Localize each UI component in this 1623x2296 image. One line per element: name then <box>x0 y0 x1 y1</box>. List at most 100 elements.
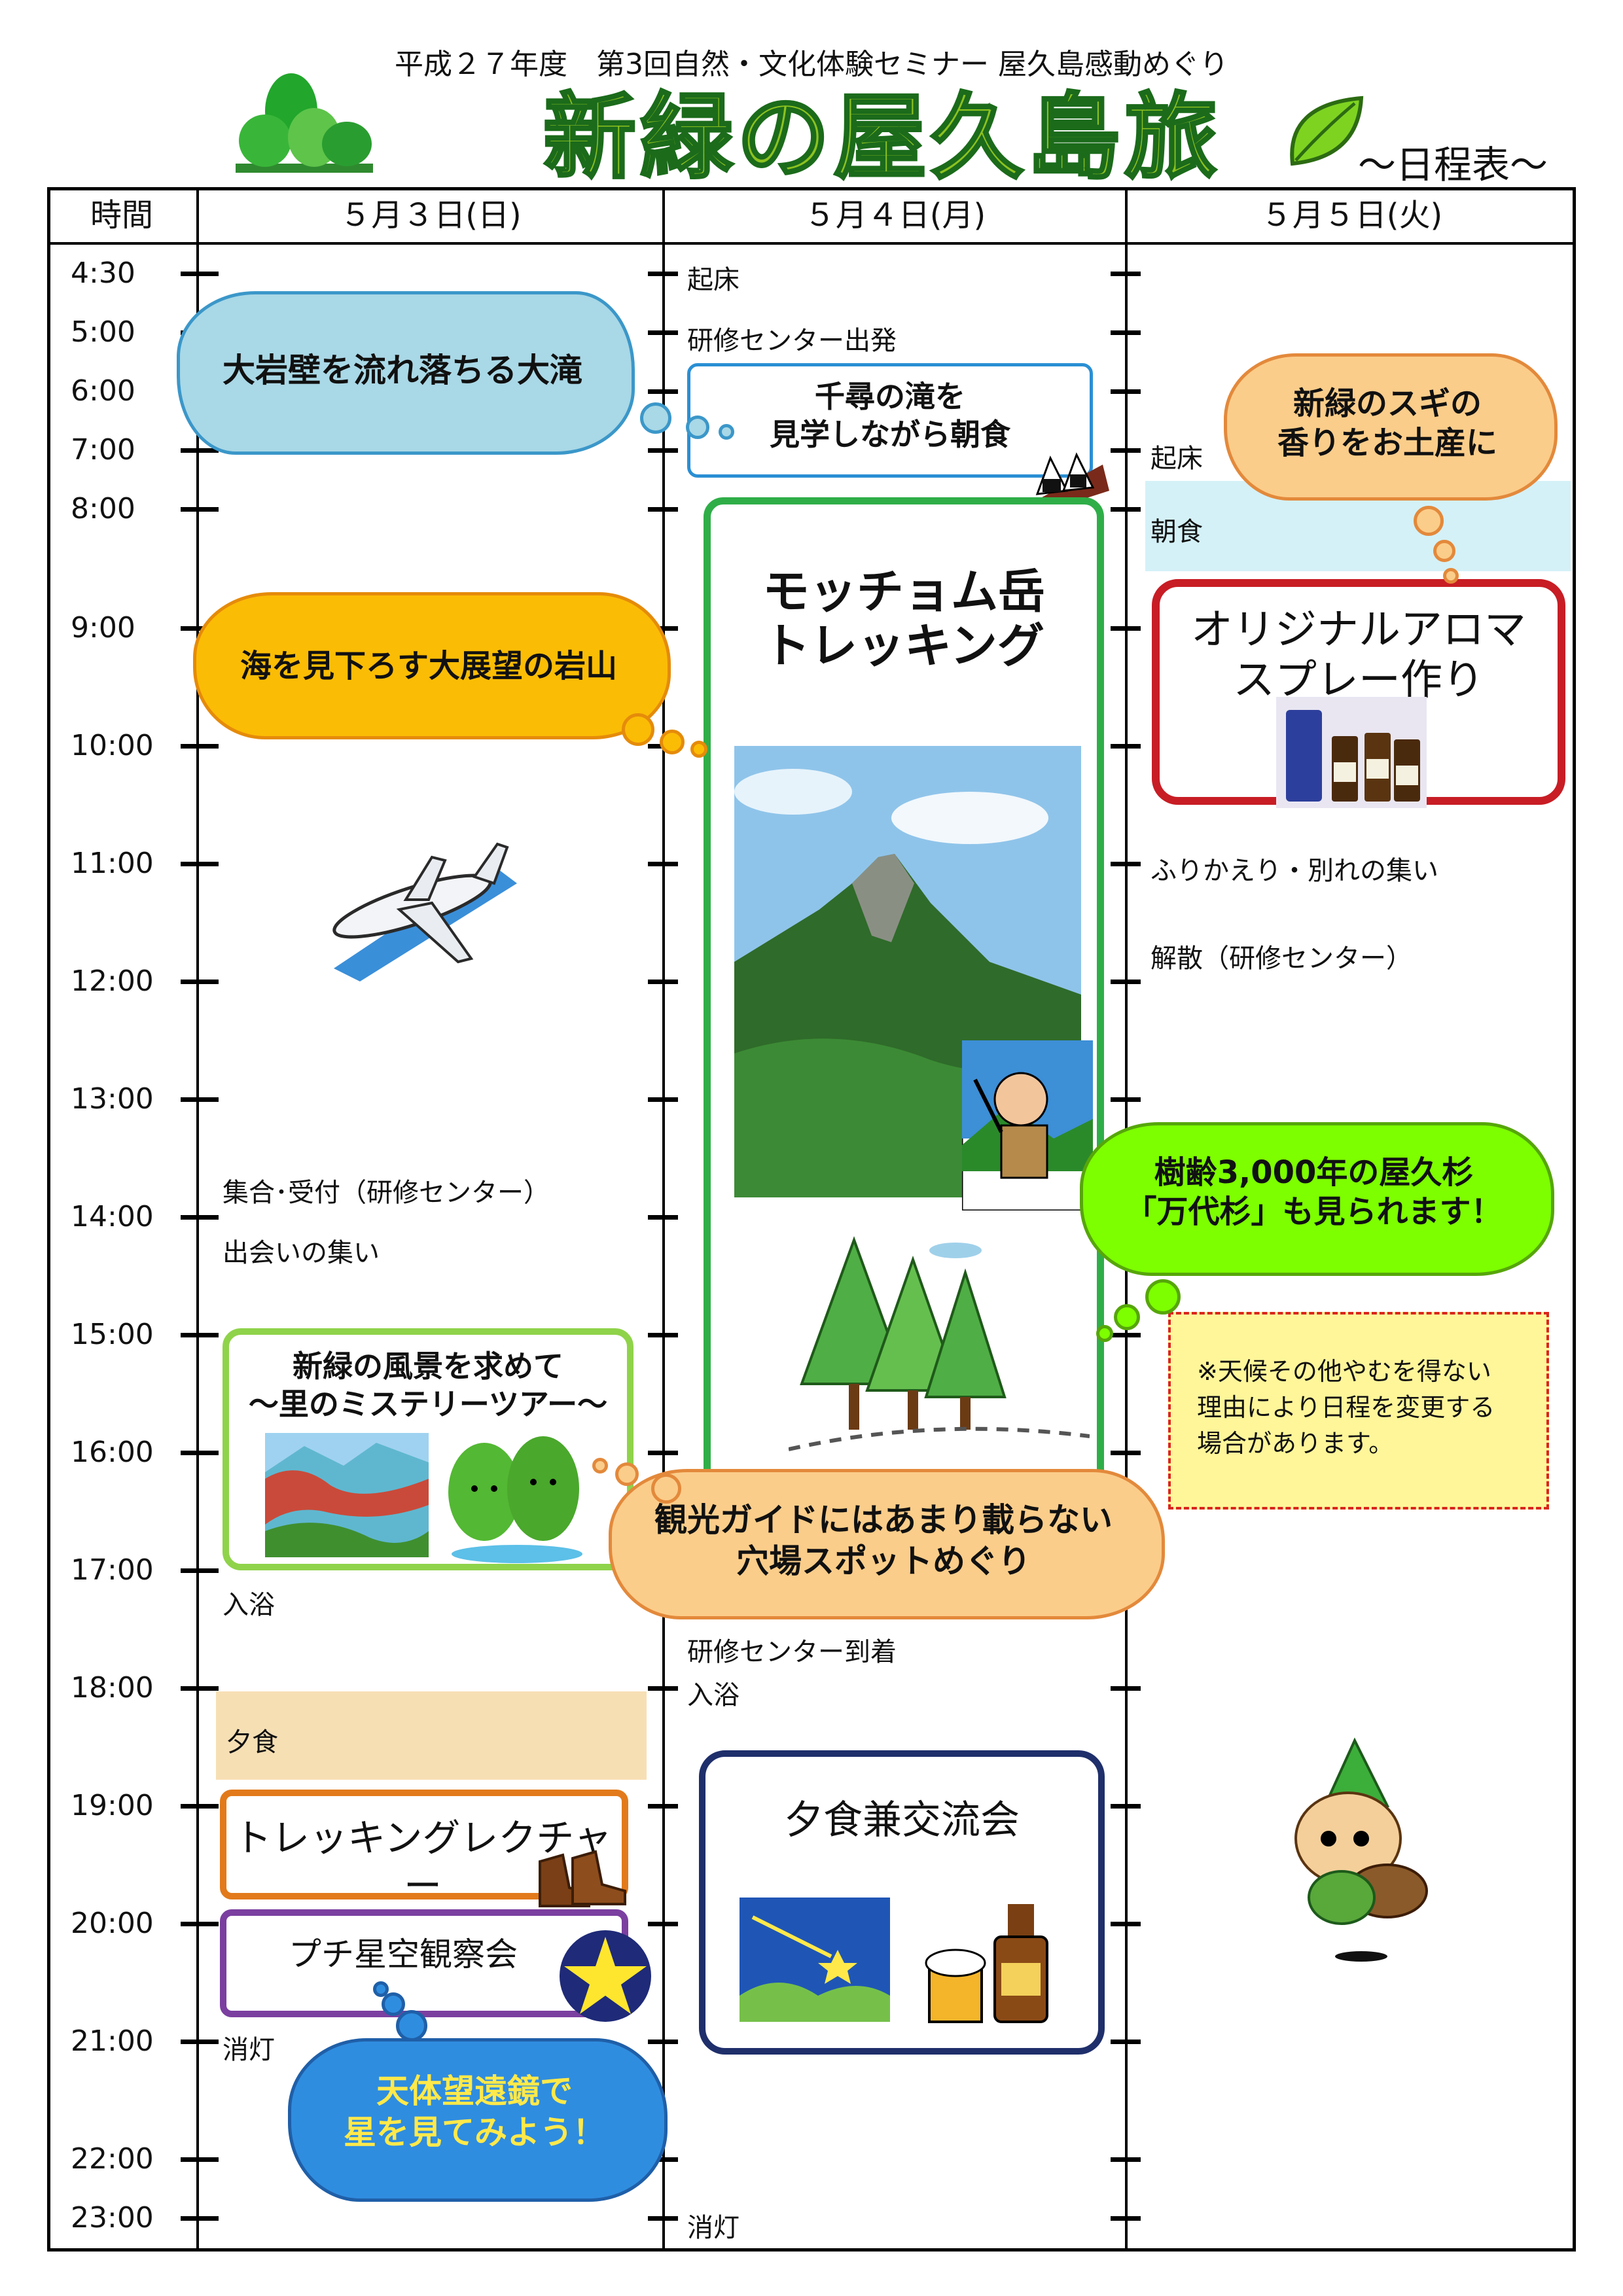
bubble-dot <box>651 1474 681 1504</box>
bubble-jomon: 樹齢3,000年の屋久杉 「万代杉」も見られます！ <box>1080 1122 1554 1276</box>
bubble-rock-text: 海を見下ろす大展望の岩山 <box>240 648 617 684</box>
bubble-waterfall-text: 大岩壁を流れ落ちる大滝 <box>223 351 582 389</box>
time-label: 19:00 <box>71 1789 154 1822</box>
notice-box: ※天候その他やむを得ない 理由により日程を変更する 場合があります。 <box>1168 1312 1549 1510</box>
header-day3: ５月５日(火) <box>1260 197 1443 234</box>
time-tick <box>181 1804 219 1809</box>
event-dinner: 夕食 <box>226 1727 278 1757</box>
bubble-dot <box>1433 540 1455 562</box>
time-label: 20:00 <box>71 1907 154 1940</box>
bubble-dot <box>1114 1304 1140 1330</box>
moss-character-icon <box>448 1436 582 1563</box>
time-tick <box>648 330 678 335</box>
time-label: 18:00 <box>71 1671 154 1704</box>
satoyama-label: 新緑の風景を求めて ～里のミステリーツアー～ <box>248 1349 608 1422</box>
event-breakfast-d3: 朝食 <box>1150 517 1203 547</box>
time-tick <box>648 1215 678 1220</box>
bubble-telescope: 天体望遠鏡で 星を見てみよう！ <box>288 2038 668 2202</box>
bubble-telescope-text: 天体望遠鏡で 星を見てみよう！ <box>344 2072 605 2151</box>
bubble-dot <box>640 402 671 434</box>
time-tick <box>648 626 678 631</box>
stargazing-label: プチ星空観察会 <box>289 1935 518 1973</box>
event-dismiss: 解散（研修センター） <box>1150 944 1412 974</box>
time-tick <box>648 2157 678 2162</box>
aroma-bottles-photo <box>1276 697 1427 808</box>
time-tick <box>1111 507 1141 512</box>
time-tick <box>648 980 678 984</box>
time-label: 21:00 <box>71 2024 154 2058</box>
time-tick <box>648 448 678 453</box>
time-tick <box>1111 1686 1141 1691</box>
time-label: 22:00 <box>71 2142 154 2176</box>
main-title: 新緑の屋久島旅 <box>542 84 1221 192</box>
tree-logo-icon <box>236 73 373 173</box>
schedule-label: ～日程表～ <box>1358 143 1548 187</box>
time-tick <box>181 1333 219 1337</box>
time-tick <box>1111 2040 1141 2044</box>
time-tick <box>648 2216 678 2221</box>
time-tick <box>1111 389 1141 394</box>
bubble-dot <box>615 1462 639 1486</box>
time-tick <box>648 1804 678 1809</box>
bubble-dot <box>690 741 707 758</box>
lake-photo <box>265 1433 429 1557</box>
time-tick <box>648 1097 678 1102</box>
time-tick <box>1111 448 1141 453</box>
time-tick <box>1111 862 1141 866</box>
shooting-star-icon <box>740 1898 890 2022</box>
header-time: 時間 <box>90 197 153 234</box>
time-tick <box>181 272 219 276</box>
time-tick <box>1111 744 1141 749</box>
time-label: 6:00 <box>71 374 135 408</box>
time-tick <box>648 272 678 276</box>
time-tick <box>648 1451 678 1455</box>
lecture-label: トレッキングレクチャー <box>234 1816 612 1908</box>
time-tick <box>181 744 219 749</box>
time-label: 9:00 <box>71 611 135 645</box>
time-label: 12:00 <box>71 964 154 998</box>
header-day2: ５月４日(月) <box>804 197 986 234</box>
bubble-rock: 海を見下ろす大展望の岩山 <box>193 592 671 739</box>
time-tick <box>1111 1333 1141 1337</box>
time-tick <box>181 507 219 512</box>
time-tick <box>1111 626 1141 631</box>
time-tick <box>1111 1451 1141 1455</box>
time-tick <box>1111 2157 1141 2162</box>
event-arrive: 研修センター到着 <box>687 1637 897 1667</box>
dinner-band <box>216 1691 647 1780</box>
mascot-icon <box>1294 1737 1428 1962</box>
event-meet: 出会いの集い <box>223 1238 380 1268</box>
event-wake-d3: 起床 <box>1150 444 1203 474</box>
time-tick <box>181 862 219 866</box>
time-label: 15:00 <box>71 1318 154 1351</box>
beer-icon <box>925 1904 1048 2023</box>
time-label: 8:00 <box>71 492 135 525</box>
time-tick <box>181 1451 219 1455</box>
star-icon <box>560 1930 651 2022</box>
time-tick <box>181 1568 219 1573</box>
bubble-waterfall: 大岩壁を流れ落ちる大滝 <box>177 291 635 455</box>
aroma-label: オリジナルアロマ スプレー作り <box>1191 606 1526 705</box>
time-label: 14:00 <box>71 1200 154 1233</box>
event-gather: 集合･受付（研修センター） <box>223 1178 550 1208</box>
time-tick <box>1111 1804 1141 1809</box>
time-tick <box>181 980 219 984</box>
time-tick <box>1111 272 1141 276</box>
subtitle: 平成２７年度 第3回自然・文化体験セミナー 屋久島感動めぐり <box>395 48 1228 81</box>
time-tick <box>181 626 219 631</box>
time-label: 10:00 <box>71 729 154 762</box>
time-tick <box>181 2040 219 2044</box>
time-tick <box>648 389 678 394</box>
header-row <box>47 187 1576 245</box>
bubble-jomon-text: 樹齢3,000年の屋久杉 「万代杉」も見られます！ <box>1125 1154 1503 1230</box>
event-depart: 研修センター出発 <box>687 326 897 356</box>
time-label: 5:00 <box>71 315 135 349</box>
bubble-dot <box>622 713 654 746</box>
header-day1: ５月３日(日) <box>340 197 522 234</box>
time-tick <box>648 1922 678 1926</box>
bubble-dot <box>396 2010 427 2041</box>
breakfast-tour-label: 千尋の滝を 見学しながら朝食 <box>770 379 1010 452</box>
dinner-party-label: 夕食兼交流会 <box>784 1797 1020 1843</box>
time-tick <box>181 2157 219 2162</box>
event-review: ふりかえり・別れの集い <box>1150 856 1438 886</box>
